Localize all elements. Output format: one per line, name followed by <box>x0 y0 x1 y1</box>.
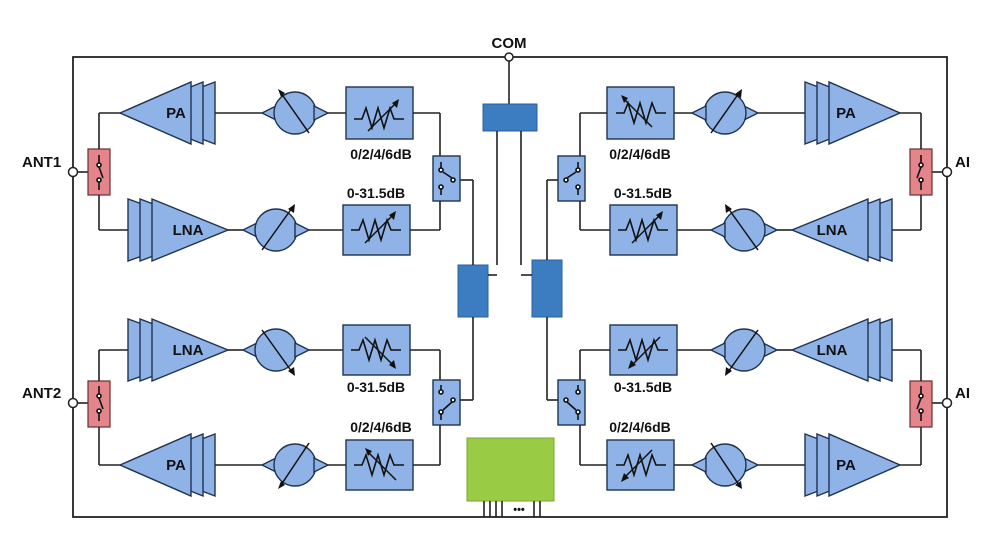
spdt-switch-4 <box>557 379 586 426</box>
top-filter <box>482 103 538 132</box>
atten-label-tx3: 0/2/4/6dB <box>609 146 670 162</box>
atten-label-rx3: 0-31.5dB <box>614 185 672 201</box>
svg-text:PA: PA <box>836 457 856 474</box>
atten-label-rx2: 0-31.5dB <box>347 379 405 395</box>
left-side: ANT1 PA 0/2/4/6dB <box>22 80 461 498</box>
var-attenuator-2 <box>342 324 411 376</box>
step-attenuator-1 <box>345 86 414 140</box>
phase-shifter-4 <box>260 442 330 489</box>
ant2-pin <box>67 397 79 409</box>
atten-label-tx4: 0/2/4/6dB <box>609 419 670 435</box>
atten-label-tx2: 0/2/4/6dB <box>350 419 411 435</box>
svg-text:LNA: LNA <box>173 342 204 359</box>
svg-text:PA: PA <box>166 457 186 474</box>
pa-ant2-tx: PA <box>118 432 216 498</box>
svg-text:PA: PA <box>836 105 856 122</box>
phase-shifter-5 <box>690 89 760 135</box>
lna-ant4-rx: LNA <box>790 317 893 383</box>
pa-ant3-tx: PA <box>804 80 902 146</box>
lna-ant1-rx: LNA <box>127 197 230 263</box>
svg-text:LNA: LNA <box>817 342 848 359</box>
lna-ant2-rx: LNA <box>127 317 230 383</box>
var-attenuator-1 <box>342 204 411 256</box>
atten-label-rx4: 0-31.5dB <box>614 379 672 395</box>
var-attenuator-3 <box>609 204 678 256</box>
step-attenuator-2 <box>345 439 414 491</box>
atten-label-tx1: 0/2/4/6dB <box>350 146 411 162</box>
phase-shifter-8 <box>690 442 760 489</box>
ant2-label: ANT2 <box>22 385 61 402</box>
step-attenuator-3 <box>606 86 675 140</box>
svg-text:PA: PA <box>166 105 186 122</box>
phase-shifter-7 <box>709 328 779 376</box>
control-pins-ellipsis: ••• <box>513 504 525 516</box>
phase-shifter-2 <box>241 204 311 252</box>
right-side: AI PA 0/2/4/6dB <box>557 80 970 498</box>
spdt-switch-2 <box>432 379 461 426</box>
pa-ant4-tx: PA <box>804 432 902 498</box>
ant3-pin <box>941 166 953 178</box>
com-label: COM <box>492 35 527 52</box>
ant1-pin <box>67 166 79 178</box>
ant1-label: ANT1 <box>22 154 61 171</box>
spdt-switch-3 <box>557 155 586 202</box>
ant4-label: AI <box>955 385 970 402</box>
ant3-label: AI <box>955 154 970 171</box>
right-filter <box>531 259 563 318</box>
var-attenuator-4 <box>609 324 678 376</box>
left-filter <box>457 264 489 318</box>
svg-text:LNA: LNA <box>817 222 848 239</box>
phase-shifter-6 <box>709 204 779 252</box>
lna-ant3-rx: LNA <box>790 197 893 263</box>
phase-shifter-1 <box>260 89 330 135</box>
pa-ant1-tx: PA <box>118 80 216 146</box>
spdt-switch-1 <box>432 155 461 202</box>
step-attenuator-4 <box>606 439 675 491</box>
phase-shifter-3 <box>241 328 311 376</box>
svg-text:LNA: LNA <box>173 222 204 239</box>
ant4-pin <box>941 397 953 409</box>
control-logic-block <box>466 437 555 502</box>
com-pin <box>504 52 514 62</box>
atten-label-rx1: 0-31.5dB <box>347 185 405 201</box>
